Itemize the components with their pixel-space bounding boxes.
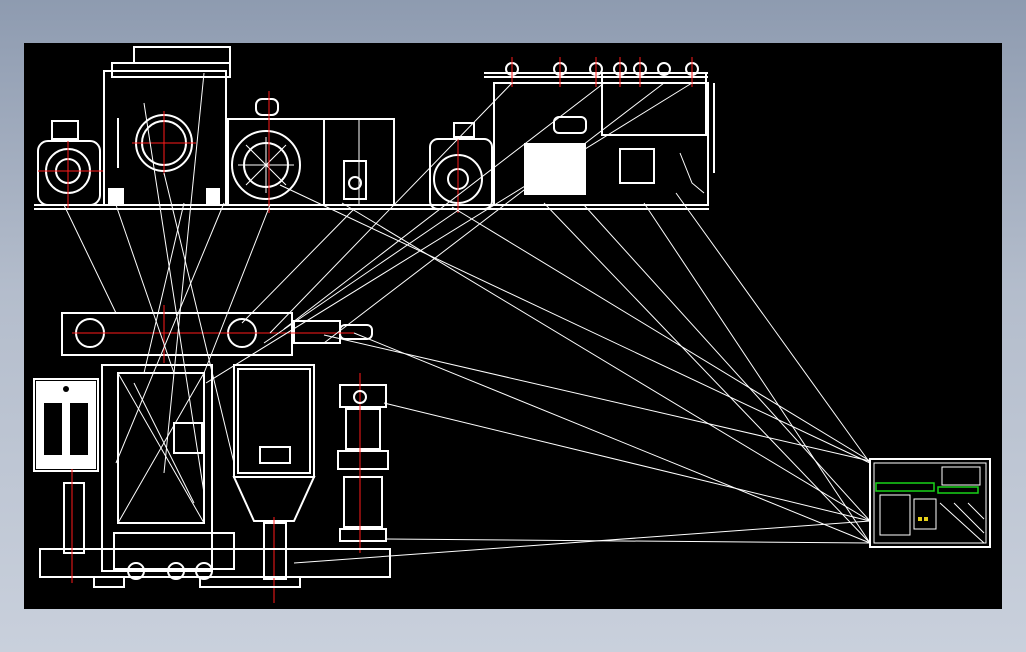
- linking-lines: [63, 72, 871, 564]
- hopper-icon: [232, 364, 316, 603]
- cad-drawing-canvas[interactable]: [24, 43, 1002, 609]
- tank-with-flange-icon: [103, 46, 231, 206]
- gearbox-block-icon: [493, 72, 715, 206]
- base-platform-icon: [39, 469, 391, 588]
- left-motor-icon: [37, 120, 104, 208]
- cad-drawing-viewport[interactable]: [24, 43, 1002, 609]
- vertical-valve-stack-icon: [337, 373, 389, 553]
- bottom-assembly-view[interactable]: [33, 305, 391, 603]
- pump-housing-icon: [227, 91, 325, 213]
- right-motor-icon: [429, 122, 493, 213]
- horizontal-cylinder-icon: [61, 305, 373, 363]
- top-valve-row-icon: [484, 57, 708, 87]
- electrical-panel-icon: [33, 378, 99, 472]
- title-block-thumbnail[interactable]: [869, 458, 991, 548]
- top-assembly-view[interactable]: [34, 46, 715, 213]
- central-frame-icon: [101, 364, 235, 580]
- enclosure-boxes-icon: [323, 118, 395, 206]
